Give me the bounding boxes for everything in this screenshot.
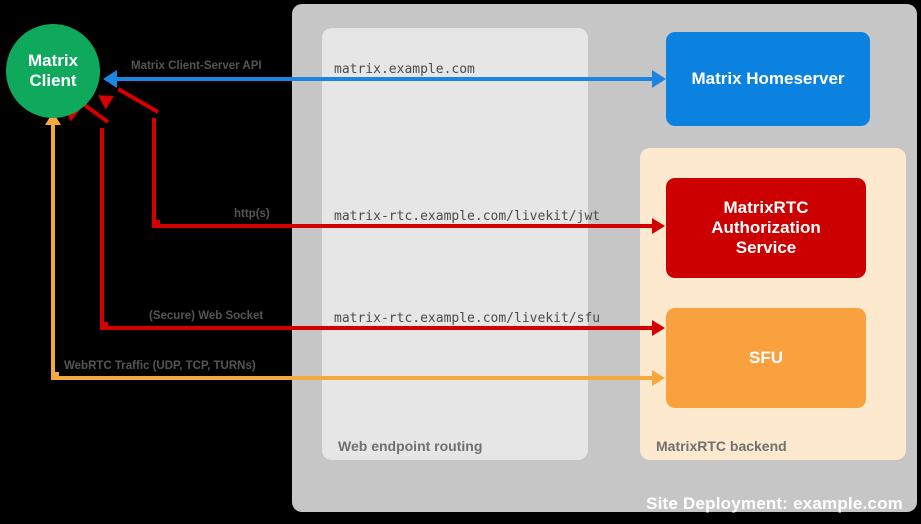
https-link-elbow xyxy=(152,220,160,228)
link-label-websocket: (Secure) Web Socket xyxy=(149,310,264,322)
https-link-riser xyxy=(152,118,156,228)
webrtc-link-riser xyxy=(51,124,55,380)
orange-arrowhead-to-sfu xyxy=(652,370,665,386)
link-label-matrix-client-server-api: Matrix Client-Server API xyxy=(131,60,262,72)
auth-service-label-line3: Service xyxy=(735,238,797,258)
site-deployment-label: Site Deployment: example.com xyxy=(646,494,903,513)
matrixrtc-backend-label: MatrixRTC backend xyxy=(656,438,787,454)
https-link-diagonal xyxy=(117,87,159,114)
websocket-link-elbow xyxy=(100,322,108,330)
endpoint-label-livekit-sfu: matrix-rtc.example.com/livekit/sfu xyxy=(334,311,601,326)
red-arrowhead-to-sfu xyxy=(652,320,665,336)
node-matrixrtc-authorization-service[interactable]: MatrixRTC Authorization Service xyxy=(666,178,866,278)
endpoint-label-livekit-jwt: matrix-rtc.example.com/livekit/jwt xyxy=(334,209,601,224)
matrix-homeserver-label: Matrix Homeserver xyxy=(691,68,845,88)
endpoint-label-matrix: matrix.example.com xyxy=(334,62,475,77)
red-arrowhead-to-client-https xyxy=(93,88,115,110)
node-matrix-client[interactable]: Matrix Client xyxy=(6,24,100,118)
matrix-client-label-line1: Matrix xyxy=(27,51,79,71)
node-sfu[interactable]: SFU xyxy=(666,308,866,408)
auth-service-label-line2: Authorization xyxy=(711,217,821,237)
auth-service-label-line1: MatrixRTC xyxy=(723,197,809,217)
link-label-https: http(s) xyxy=(234,208,270,220)
node-matrix-homeserver[interactable]: Matrix Homeserver xyxy=(666,32,870,126)
blue-arrowhead-to-client xyxy=(103,70,117,88)
web-endpoint-routing-panel xyxy=(322,28,588,460)
webrtc-link-line xyxy=(51,376,656,380)
websocket-link-line xyxy=(100,326,656,330)
matrix-client-server-api-line xyxy=(116,77,656,81)
webrtc-link-elbow xyxy=(51,372,59,380)
https-link-line xyxy=(152,224,656,228)
blue-arrowhead-to-homeserver xyxy=(652,70,666,88)
red-arrowhead-to-auth-service xyxy=(652,218,665,234)
link-label-webrtc-traffic: WebRTC Traffic (UDP, TCP, TURNs) xyxy=(64,360,256,372)
matrix-client-label-line2: Client xyxy=(29,71,77,90)
web-endpoint-routing-label: Web endpoint routing xyxy=(338,438,483,454)
sfu-label: SFU xyxy=(749,347,783,367)
websocket-link-riser xyxy=(100,128,104,330)
